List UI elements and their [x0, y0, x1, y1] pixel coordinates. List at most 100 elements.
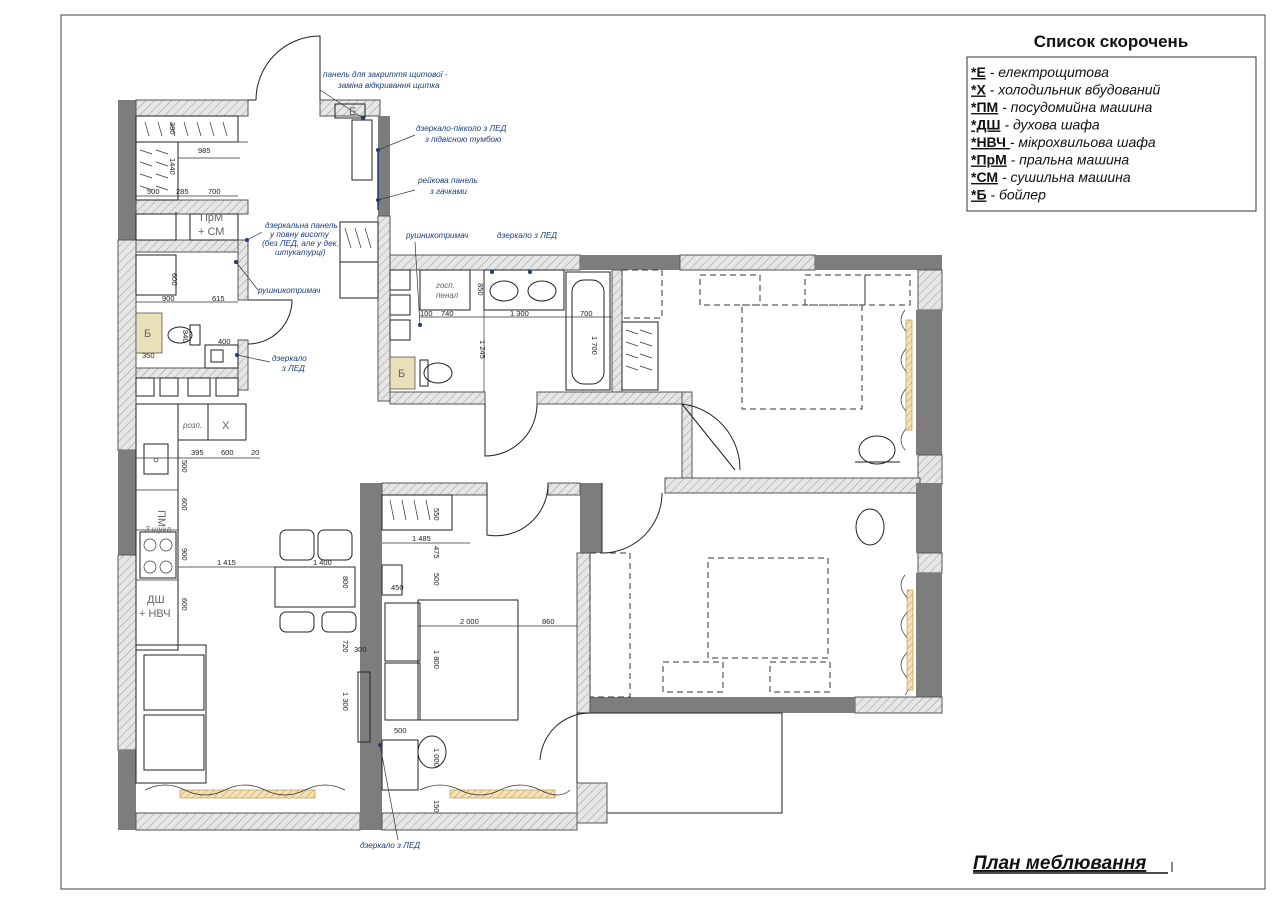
sheet-border	[60, 14, 1266, 890]
leaders	[234, 89, 532, 841]
dim-800: 800	[341, 576, 350, 589]
legend-item-key: *Х	[971, 82, 986, 98]
note-panel-2: заміна відкривання щитка	[337, 81, 440, 90]
dim-2000: 2 000	[460, 617, 479, 626]
legend-item-key: *Б	[971, 187, 987, 203]
legend-item: *Б - бойлер	[971, 187, 1046, 203]
label-boiler-1: Б	[144, 328, 151, 340]
legend-item-key: *НВЧ	[971, 134, 1010, 150]
dim-740: 740	[441, 309, 454, 318]
dim-300: 300	[354, 645, 367, 654]
legend-item: *Х - холодильник вбудований	[971, 82, 1161, 98]
dim-400: 400	[218, 337, 231, 346]
label-prm-sm-1: ПрМ	[200, 212, 223, 224]
legend-item-text: - бойлер	[987, 187, 1047, 203]
dim-285: 285	[176, 187, 189, 196]
legend-item: *Е - електрощитова	[971, 64, 1109, 80]
legend-item-text: - пральна машина	[1007, 152, 1130, 168]
dim-500b: 500	[180, 460, 189, 473]
label-pm: ПМ	[155, 510, 167, 527]
notes: панель для закриття щитової - заміна від…	[257, 70, 557, 850]
note-mirror-bath: дзеркало з ЛЕД	[497, 231, 557, 240]
note-mirror-hall-2: з підвісною тумбою	[424, 135, 501, 144]
legend-item-text: - мікрохвильова шафа	[1010, 134, 1156, 150]
dim-840: 840	[181, 330, 190, 343]
legend-item-key: *ПМ	[971, 99, 998, 115]
note-towel-1: рушникотримач	[257, 286, 321, 295]
dim-1000: 1 000	[432, 748, 441, 767]
legend-item: *ПМ - посудомийна машина	[971, 99, 1153, 115]
note-mirror-panel-2: у повну висоту	[269, 230, 330, 239]
dim-350: 350	[142, 351, 155, 360]
note-panel-1: панель для закриття щитової -	[323, 70, 448, 79]
label-dsh-1: ДШ	[147, 594, 165, 606]
doors	[175, 35, 741, 783]
label-dsh-2: + НВЧ	[139, 608, 171, 620]
note-rail-2: з гачками	[429, 187, 467, 196]
note-mirror-panel-4: штукатурці)	[275, 248, 326, 257]
dim-600d: 600	[180, 598, 189, 611]
legend-item-text: - посудомийна машина	[998, 99, 1152, 115]
dim-450: 450	[391, 583, 404, 592]
legend: Список скорочень *Е - електрощитова*Х - …	[966, 32, 1257, 212]
dim-1400: 1 400	[313, 558, 332, 567]
dim-1440: 1440	[168, 158, 177, 175]
dim-615: 615	[212, 294, 225, 303]
legend-item: *ДШ - духова шафа	[971, 117, 1100, 133]
walls	[117, 99, 943, 831]
note-mirror-bed: дзеркало з ЛЕД	[360, 841, 420, 850]
note-mirror-wc-1: дзеркало	[272, 354, 307, 363]
label-fridge: Х	[222, 420, 230, 432]
dim-700a: 700	[208, 187, 221, 196]
plan-title: План меблювання	[973, 853, 1146, 874]
legend-item-key: *ДШ	[971, 117, 1001, 133]
label-rozp: розп.	[182, 421, 202, 430]
legend-item: *НВЧ - мікрохвильова шафа	[971, 134, 1156, 150]
label-hob: 3 шухл.	[145, 525, 173, 534]
label-boiler-2: Б	[398, 368, 405, 380]
dim-150: 150	[432, 800, 441, 813]
label-gosp-1: госп.	[436, 281, 455, 290]
legend-title: Список скорочень	[1034, 32, 1189, 51]
dim-1300b: 1 300	[341, 692, 350, 711]
dim-1300a: 1 300	[510, 309, 529, 318]
dim-720: 720	[341, 640, 350, 653]
dim-550: 550	[432, 508, 441, 521]
legend-item: *ПрМ - пральна машина	[971, 152, 1129, 168]
legend-item-text: - духова шафа	[1001, 117, 1100, 133]
legend-item-text: - електрощитова	[986, 64, 1109, 80]
dim-900a: 900	[162, 294, 175, 303]
dim-600c: 600	[180, 498, 189, 511]
dim-600a: 600	[170, 273, 179, 286]
legend-item-text: - сушильна машина	[998, 169, 1131, 185]
note-mirror-panel-3: (без ЛЕД, але у дек.	[262, 239, 339, 248]
dim-1415: 1 415	[217, 558, 236, 567]
legend-item-key: *СМ	[971, 169, 998, 185]
label-gosp-2: пенал	[436, 291, 459, 300]
dimensions: 380 985 1440 500 285 700 600 900 615 840…	[136, 122, 612, 813]
dim-700b: 700	[580, 309, 593, 318]
labels: Е ПрМ + СМ Б Б розп. Х ПМ 3 шухл. ДШ + Н…	[139, 106, 459, 620]
label-prm-sm-2: + СМ	[198, 226, 224, 238]
dim-500c: 500	[432, 573, 441, 586]
dim-1700: 1 700	[590, 336, 599, 355]
dim-850: 850	[476, 283, 485, 296]
dim-20: 20	[251, 448, 259, 457]
legend-item: *СМ - сушильна машина	[971, 169, 1131, 185]
legend-box	[966, 56, 1257, 212]
dim-985: 985	[198, 146, 211, 155]
label-e: Е	[349, 106, 356, 118]
furniture-left	[135, 103, 914, 799]
legend-item-key: *Е	[971, 64, 986, 80]
legend-item-key: *ПрМ	[971, 152, 1007, 168]
note-rail-1: рейкова панель	[417, 176, 478, 185]
dim-600b: 600	[221, 448, 234, 457]
dim-500d: 500	[394, 726, 407, 735]
dim-475: 475	[432, 546, 441, 559]
dim-860: 860	[542, 617, 555, 626]
dim-1800: 1 800	[432, 650, 441, 669]
dim-380: 380	[168, 122, 177, 135]
note-mirror-hall-1: дзеркало-пікколо з ЛЕД	[416, 124, 507, 133]
note-mirror-panel-1: дзеркальна панель	[265, 221, 338, 230]
